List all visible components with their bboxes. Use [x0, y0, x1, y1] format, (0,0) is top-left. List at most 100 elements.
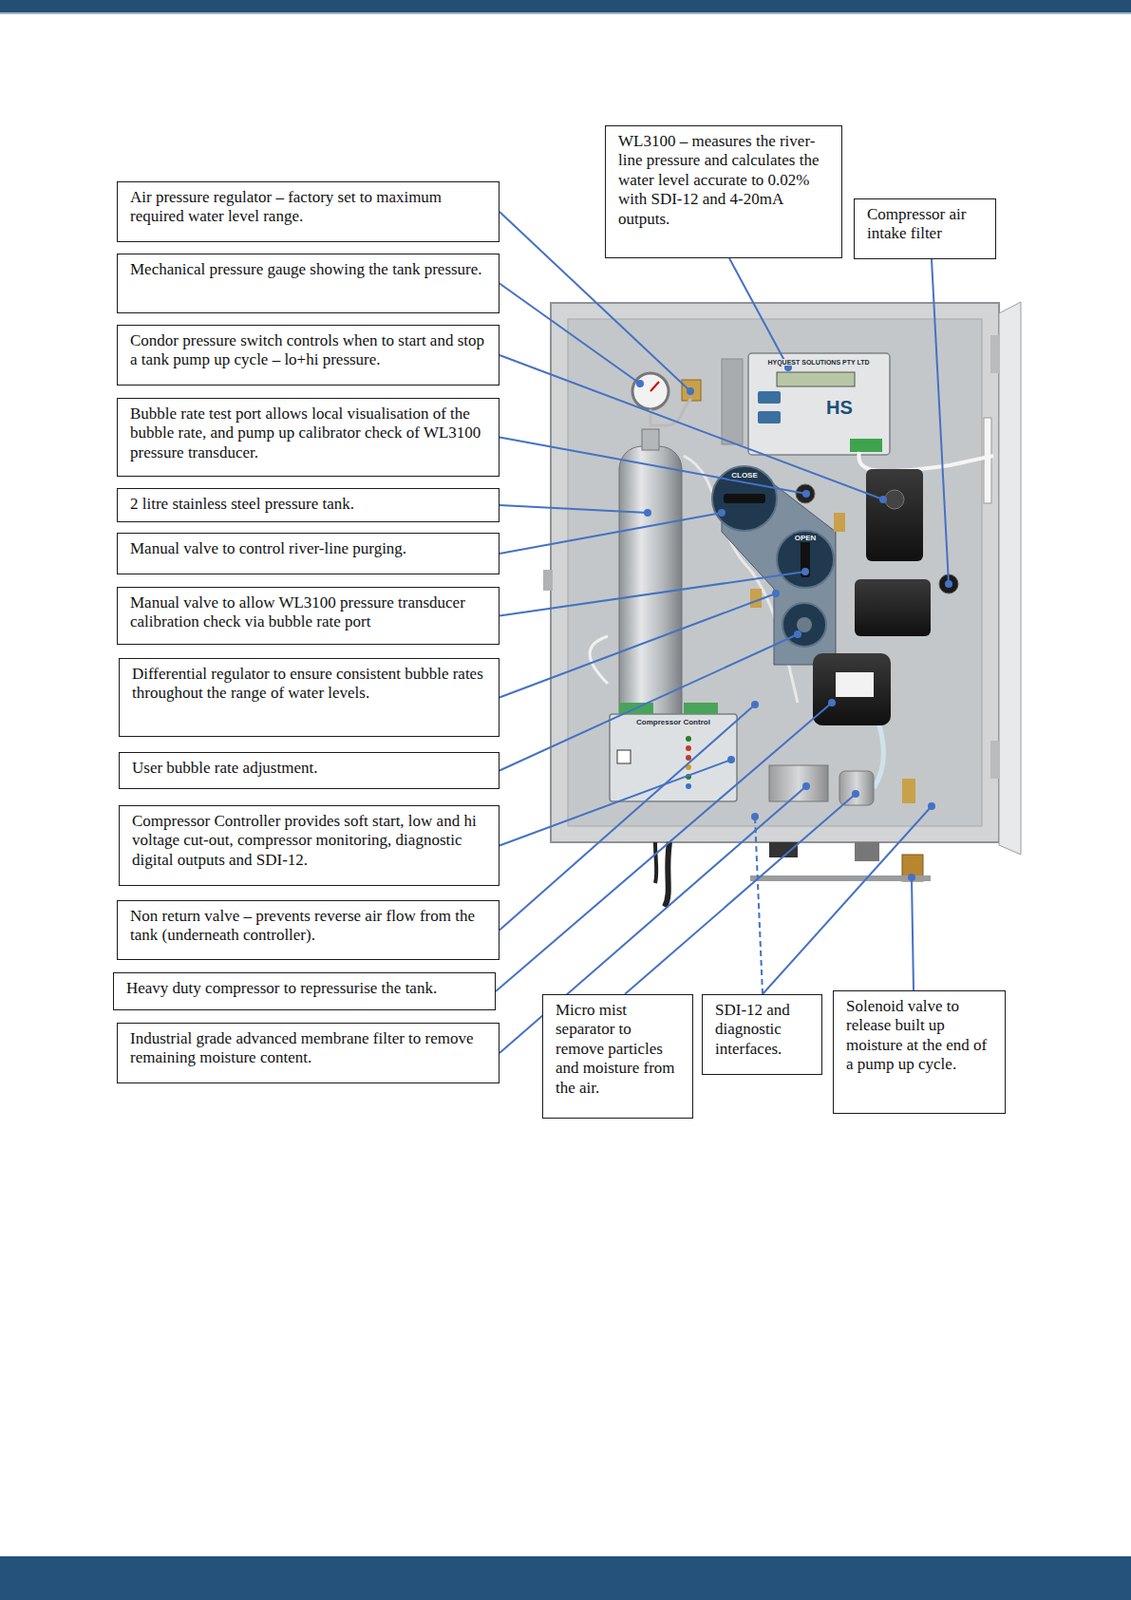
valve-handle [800, 539, 811, 578]
leader-dot [686, 387, 695, 396]
compressor-label [835, 672, 874, 698]
hinge [990, 335, 1000, 374]
callout-text: SDI-12 and diagnostic interfaces. [715, 1000, 811, 1059]
leader-dot [802, 490, 811, 498]
leader-dot [751, 700, 759, 709]
callout-text: Manual valve to allow WL3100 pressure tr… [130, 593, 489, 633]
leader-dot [751, 812, 759, 821]
leader-dot [851, 790, 860, 798]
enclosure-interior [567, 319, 982, 827]
leader-dot [727, 755, 736, 764]
cable-gland [769, 842, 798, 858]
wl3100-unit [748, 353, 890, 455]
callout-box: WL3100 – measures the river-line pressur… [604, 125, 843, 259]
callout-box: Heavy duty compressor to repressurise th… [113, 972, 496, 1011]
leader-dot [643, 508, 652, 517]
enclosure-body [550, 302, 1000, 843]
leader-dot [772, 589, 780, 598]
compressor-controller [609, 714, 737, 802]
bubble-rate-adjust [782, 603, 827, 647]
latch [543, 569, 553, 591]
leader-line [495, 702, 832, 992]
callout-text: Condor pressure switch controls when to … [130, 331, 489, 371]
leader-line [754, 816, 763, 995]
leader-dot [879, 495, 887, 504]
top-band [0, 0, 1131, 13]
callout-box: Manual valve to control river-line purgi… [116, 532, 500, 575]
qr-code [617, 750, 631, 764]
callout-text: Compressor Controller provides soft star… [131, 811, 489, 870]
door [999, 301, 1021, 855]
callout-box: 2 litre stainless steel pressure tank. [116, 488, 500, 523]
adjust-knob [796, 617, 812, 633]
callout-text: Differential regulator to ensure consist… [131, 664, 489, 704]
led [685, 764, 692, 771]
callout-text: Industrial grade advanced membrane filte… [130, 1029, 489, 1069]
pressure-tank [619, 446, 682, 743]
panel-label: OPEN [792, 533, 819, 543]
callout-text: WL3100 – measures the river-line pressur… [618, 131, 831, 229]
callout-text: Non return valve – prevents reverse air … [130, 906, 489, 946]
gauge-needle [650, 381, 660, 392]
callout-box: Bubble rate test port allows local visua… [116, 397, 500, 477]
mounting-bracket [750, 875, 931, 882]
air-regulator [681, 379, 701, 401]
door-gasket [983, 417, 992, 504]
leader-dot [907, 873, 916, 882]
callout-box: Differential regulator to ensure consist… [118, 658, 500, 737]
led [685, 754, 692, 761]
cable [858, 452, 994, 472]
leader-dot [828, 698, 836, 707]
bottom-band [0, 1556, 1131, 1600]
leader-line [499, 283, 641, 385]
compressor [812, 653, 891, 726]
leader-dot [801, 567, 810, 576]
pump-head [854, 579, 931, 637]
leader-line [499, 355, 884, 500]
callout-box: Non return valve – prevents reverse air … [116, 900, 500, 961]
intake-filter [939, 574, 959, 594]
leader-line [499, 759, 732, 847]
terminal-block [849, 438, 883, 453]
callout-text: Heavy duty compressor to repressurise th… [126, 979, 485, 999]
led [685, 735, 692, 742]
callout-box: Compressor Controller provides soft star… [118, 805, 500, 886]
led [685, 773, 692, 780]
solenoid-fitting [902, 778, 916, 804]
leader-line [931, 259, 949, 585]
callout-box: Manual valve to allow WL3100 pressure tr… [116, 586, 500, 645]
callout-box: Compressor air intake filter [853, 198, 997, 260]
leader-dot [636, 379, 644, 388]
callout-text: Manual valve to control river-line purgi… [130, 539, 489, 559]
brass-fitting [750, 588, 762, 608]
callout-text: Mechanical pressure gauge showing the ta… [130, 260, 489, 280]
cable [655, 842, 657, 884]
leader-line [729, 258, 789, 368]
leader-dot [927, 802, 936, 811]
leader-dot [793, 630, 802, 639]
leader-line [911, 877, 914, 991]
hinge [990, 740, 1000, 779]
terminal-block [619, 702, 654, 715]
leader-line [499, 437, 807, 495]
callout-box: Solenoid valve to release built up moist… [832, 990, 1006, 1114]
callout-text: 2 litre stainless steel pressure tank. [130, 494, 489, 514]
pressure-gauge [632, 373, 669, 410]
callout-text: Bubble rate test port allows local visua… [130, 404, 489, 463]
purge-valve [712, 466, 777, 531]
callout-text: Solenoid valve to release built up moist… [846, 997, 995, 1075]
callout-box: Condor pressure switch controls when to … [116, 324, 500, 386]
leader-dot [802, 782, 811, 791]
tank-neck [641, 429, 660, 451]
callout-box: User bubble rate adjustment. [118, 752, 500, 790]
hose [650, 398, 692, 426]
leader-line [499, 512, 722, 554]
callout-box: Mechanical pressure gauge showing the ta… [116, 253, 500, 314]
leader-line [762, 806, 932, 995]
leader-line [624, 793, 856, 995]
lcd-display [776, 372, 855, 387]
panel-label: HYQUEST SOLUTIONS PTY LTD [765, 358, 871, 366]
panel-label: CLOSE [729, 471, 760, 480]
leader-dot [717, 508, 726, 517]
gland [854, 842, 880, 862]
